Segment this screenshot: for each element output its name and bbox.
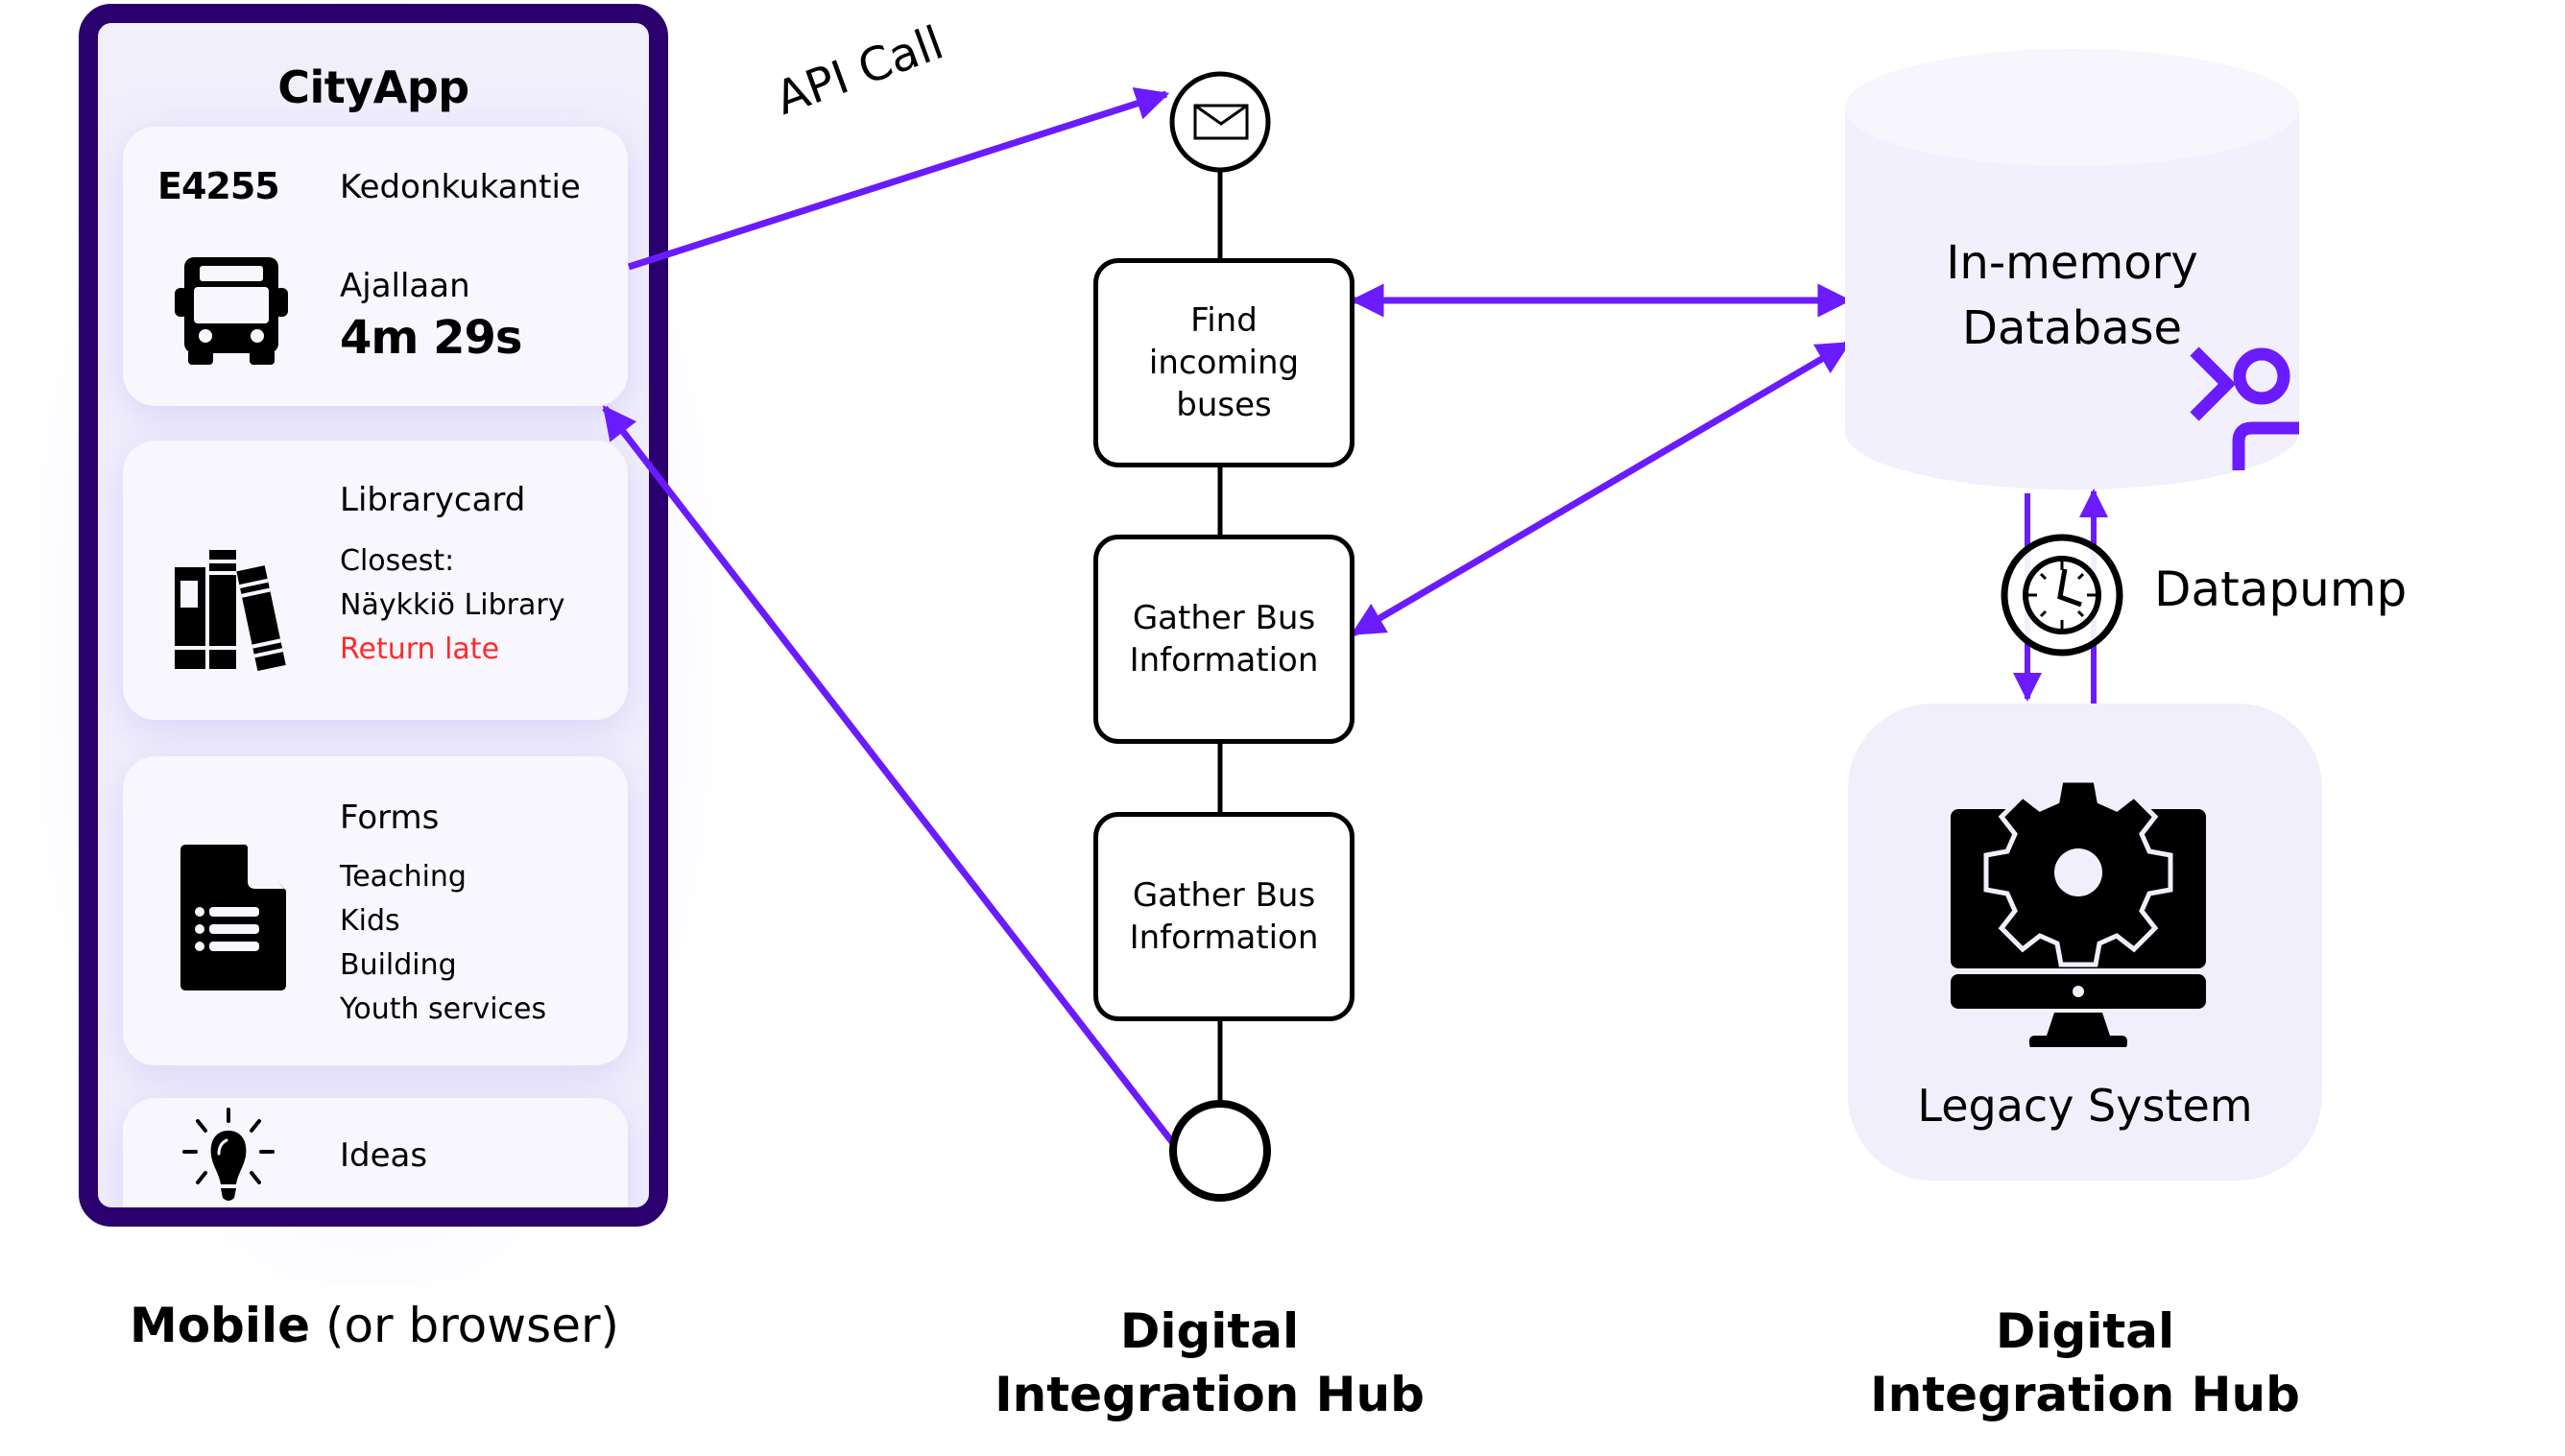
- hub-caption-line2: Integration Hub: [995, 1367, 1425, 1422]
- library-card[interactable]: Librarycard Closest: Näykkiö Library Ret…: [123, 441, 628, 720]
- end-event: [1169, 1100, 1271, 1202]
- envelope-icon: [1193, 104, 1249, 140]
- bus-status-label: Ajallaan: [340, 267, 470, 305]
- task-label: incoming: [1148, 344, 1300, 382]
- database-label-line2: Database: [1961, 301, 2183, 355]
- response-arrow: [602, 405, 1179, 1150]
- database-label-line1: In-memory: [1946, 236, 2198, 290]
- library-title: Librarycard: [340, 481, 526, 519]
- task-label: buses: [1176, 386, 1272, 424]
- bus-icon: [175, 257, 288, 365]
- stop-code: E4255: [157, 165, 280, 207]
- legacy-system-box[interactable]: Legacy System: [1848, 704, 2322, 1181]
- forms-item[interactable]: Youth services: [340, 992, 547, 1026]
- task-label: Find: [1190, 301, 1258, 340]
- forms-item[interactable]: Teaching: [340, 860, 467, 894]
- mobile-caption-rest: (or browser): [310, 1298, 620, 1353]
- ideas-card[interactable]: Ideas: [123, 1098, 628, 1207]
- task-label: Information: [1129, 919, 1319, 957]
- hub-caption-line1: Digital: [1119, 1303, 1300, 1359]
- monitor-gear-icon: [1951, 778, 2206, 1047]
- task-gather-bus-information-2[interactable]: Gather Bus Information: [1093, 812, 1354, 1021]
- library-line-closest: Closest:: [340, 544, 455, 578]
- app-title: CityApp: [277, 61, 469, 113]
- task-find-incoming-buses[interactable]: Find incoming buses: [1093, 258, 1354, 467]
- bus-eta: 4m 29s: [340, 311, 522, 365]
- mobile-caption-bold: Mobile: [129, 1298, 311, 1353]
- lightbulb-icon: [182, 1108, 275, 1201]
- library-alert: Return late: [340, 633, 500, 666]
- mobile-caption: Mobile (or browser): [0, 1298, 749, 1353]
- backend-caption: Digital Integration Hub: [1835, 1300, 2335, 1426]
- gather-info-db-arrow: [1350, 340, 1852, 637]
- database-label: In-memory Database: [1845, 230, 2299, 361]
- forms-item[interactable]: Kids: [340, 904, 400, 938]
- forms-title: Forms: [340, 799, 440, 837]
- backend-caption-line1: Digital: [1995, 1303, 2175, 1359]
- api-call-arrow: [627, 86, 1170, 271]
- ideas-title: Ideas: [340, 1136, 428, 1175]
- backend-caption-line2: Integration Hub: [1870, 1367, 2300, 1422]
- legacy-system-label: Legacy System: [1917, 1080, 2253, 1132]
- stop-name: Kedonkukantie: [340, 168, 581, 206]
- task-label: Information: [1129, 641, 1319, 680]
- task-label: Gather Bus: [1132, 599, 1316, 637]
- form-document-icon: [180, 845, 286, 991]
- books-icon: [175, 550, 286, 671]
- bus-card[interactable]: E4255 Kedonkukantie Ajallaan 4m 29s: [123, 127, 628, 406]
- library-line-name: Näykkiö Library: [340, 588, 565, 622]
- hub-caption: Digital Integration Hub: [960, 1300, 1459, 1426]
- task-label: Gather Bus: [1132, 876, 1316, 915]
- forms-item[interactable]: Building: [340, 948, 457, 982]
- datapump-label: Datapump: [2154, 561, 2408, 617]
- start-event: [1169, 71, 1271, 173]
- mobile-phone-frame: CityApp E4255 Kedonkukantie Ajallaan 4m …: [79, 4, 668, 1227]
- task-gather-bus-information[interactable]: Gather Bus Information: [1093, 535, 1354, 744]
- forms-card[interactable]: Forms Teaching Kids Building Youth servi…: [123, 756, 628, 1065]
- brand-logo-icon: [2190, 346, 2299, 470]
- database-cylinder: [1845, 49, 2299, 490]
- clock-icon: [2001, 534, 2123, 656]
